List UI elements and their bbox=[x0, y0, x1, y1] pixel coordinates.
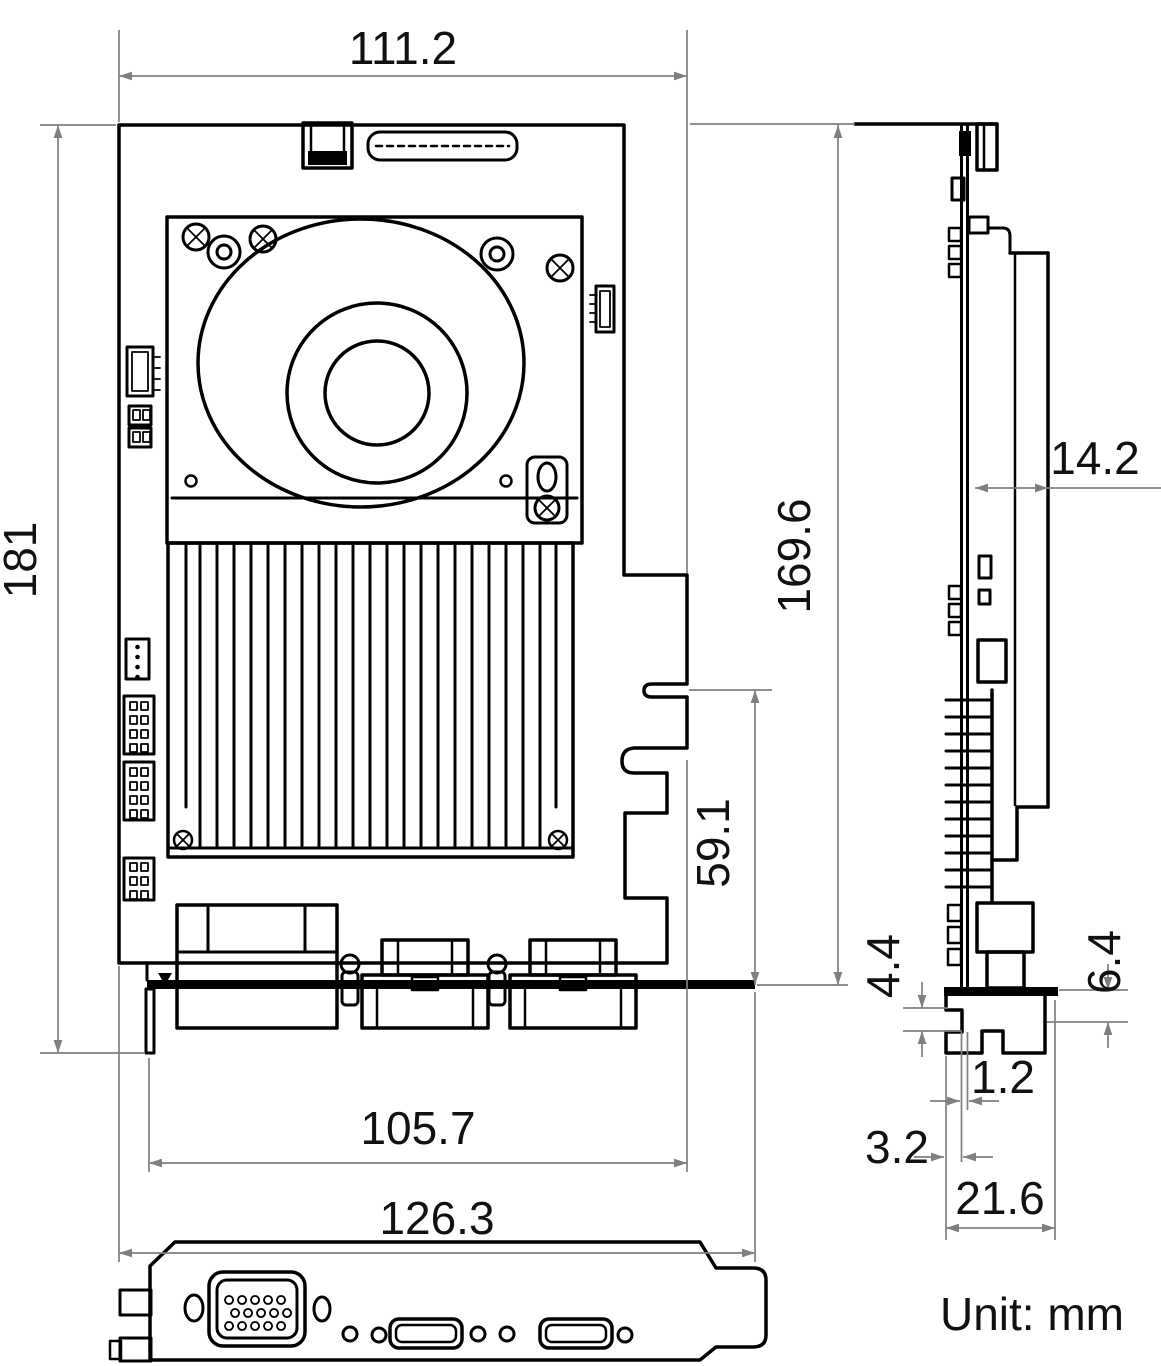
mount-hole bbox=[183, 1293, 205, 1323]
dim-notch-height: 59.1 bbox=[687, 689, 772, 985]
dim-step-b: 6.4 bbox=[1047, 930, 1130, 1048]
led-hole bbox=[341, 1325, 359, 1343]
jumper-header bbox=[127, 404, 153, 449]
heatsink bbox=[166, 541, 575, 859]
pcb-side bbox=[960, 122, 969, 990]
led-hole bbox=[616, 1326, 634, 1344]
bracket-top-hook bbox=[950, 122, 999, 202]
fan-cable-connector bbox=[589, 284, 616, 334]
screw-icon bbox=[248, 224, 278, 254]
dim-label-connector-span: 105.7 bbox=[360, 1102, 475, 1154]
components-side bbox=[976, 554, 1008, 684]
dim-label-overall-height: 181 bbox=[0, 522, 46, 599]
bracket-lip bbox=[144, 961, 755, 1055]
dim-label-notch-height: 59.1 bbox=[687, 798, 739, 888]
dim-label-right-height: 169.6 bbox=[768, 498, 820, 613]
solder-bumps bbox=[946, 226, 963, 967]
dim-depth-top: 14.2 bbox=[975, 432, 1161, 493]
dim-label-top-width: 111.2 bbox=[349, 22, 457, 74]
led-hole bbox=[498, 1325, 516, 1343]
dim-pcb-thickness: 1.2 bbox=[930, 1032, 1035, 1162]
dim-overall-width: 126.3 bbox=[118, 966, 756, 1262]
dim-label-step-a: 4.4 bbox=[857, 934, 909, 998]
washer-icon bbox=[206, 234, 242, 270]
dim-label-bracket-depth: 21.6 bbox=[955, 1172, 1045, 1224]
side-view bbox=[853, 122, 1058, 1055]
dim-label-overall-width: 126.3 bbox=[379, 1192, 494, 1244]
dim-bracket-depth: 21.6 bbox=[946, 1000, 1056, 1240]
dvi-connector-top bbox=[360, 938, 490, 1030]
dim-label-depth-top: 14.2 bbox=[1050, 432, 1140, 484]
screw-icon bbox=[547, 829, 569, 851]
bracket-tabs bbox=[108, 1288, 153, 1363]
dimensions: 111.2 181 169.6 59.1 14.2 bbox=[0, 22, 1161, 1262]
pin1-marker bbox=[158, 973, 172, 985]
fan-hub bbox=[323, 339, 431, 447]
pcb-outline bbox=[117, 123, 689, 965]
bracket-plate-outline bbox=[148, 1240, 768, 1362]
dual-row-header bbox=[122, 694, 156, 756]
screw-icon bbox=[545, 253, 575, 283]
wafer-connector bbox=[125, 345, 161, 398]
mount-hole bbox=[312, 1295, 332, 1323]
dim-connector-span: 105.7 bbox=[148, 760, 688, 1172]
vga-port bbox=[207, 1270, 307, 1348]
fan-shroud bbox=[165, 215, 584, 545]
dim-overall-height: 181 bbox=[0, 124, 144, 1054]
dim-right-height: 169.6 bbox=[690, 123, 855, 986]
fan-opening bbox=[285, 301, 469, 485]
led-hole bbox=[469, 1325, 487, 1343]
pin-strip-connector bbox=[366, 130, 519, 162]
standoff-peg bbox=[339, 953, 361, 1007]
washer-icon bbox=[479, 236, 515, 272]
dim-label-offset: 3.2 bbox=[865, 1121, 929, 1173]
bracket-front-view bbox=[108, 1240, 768, 1363]
screw-icon bbox=[181, 222, 211, 252]
port-b bbox=[538, 1317, 614, 1350]
dual-row-header bbox=[122, 760, 156, 822]
unit-note: Unit: mm bbox=[940, 1288, 1124, 1340]
dim-label-pcb-thickness: 1.2 bbox=[971, 1051, 1035, 1103]
bracket-foot-side bbox=[944, 987, 1058, 1055]
top-view bbox=[117, 121, 755, 1055]
pin-header-4 bbox=[124, 637, 151, 681]
fan-scroll bbox=[196, 217, 526, 509]
dual-row-header bbox=[122, 856, 156, 902]
dim-offset: 3.2 bbox=[865, 1056, 993, 1240]
pilot-hole bbox=[184, 474, 198, 488]
port-a bbox=[388, 1317, 464, 1350]
vga-connector-side bbox=[975, 901, 1035, 990]
pilot-hole bbox=[499, 474, 513, 488]
screw-icon bbox=[172, 829, 194, 851]
top-edge-connector bbox=[301, 121, 354, 170]
heatsink-fins-side bbox=[944, 698, 994, 889]
vga-connector-top bbox=[175, 903, 339, 1030]
mount-bracket bbox=[525, 455, 569, 525]
standoff-peg bbox=[486, 953, 508, 1007]
shroud-profile bbox=[967, 215, 1050, 905]
vga-pins bbox=[224, 1295, 292, 1331]
dvi-connector-top bbox=[508, 938, 638, 1030]
dim-top-width: 111.2 bbox=[118, 22, 688, 573]
led-hole bbox=[370, 1326, 388, 1344]
dim-label-step-b: 6.4 bbox=[1078, 930, 1130, 994]
dim-step-a: 4.4 bbox=[857, 934, 962, 1057]
